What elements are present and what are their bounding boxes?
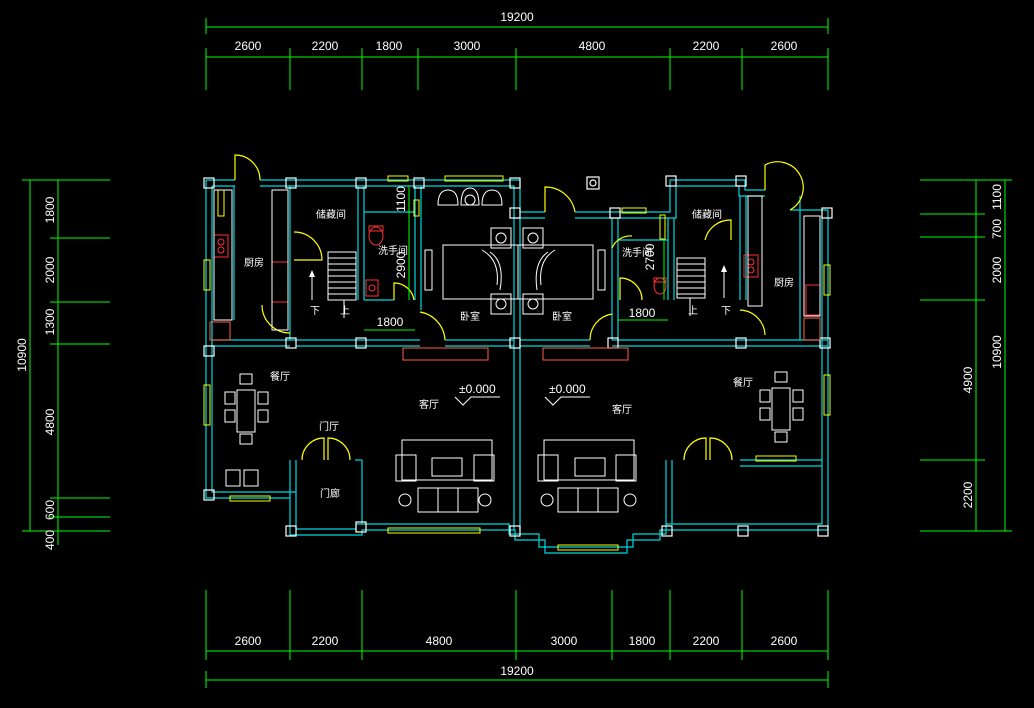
level-left: ±0.000 <box>459 382 496 396</box>
stair-label-down-left: 下 <box>310 306 320 317</box>
room-label-bedroom-right: 卧室 <box>552 310 572 323</box>
dim-left-total: 10900 <box>15 338 29 372</box>
dim-top-segment: 1800 <box>376 39 403 53</box>
level-marks <box>454 396 590 406</box>
room-label-washroom-right: 洗手间 <box>622 246 652 259</box>
room-label-washroom-left: 洗手间 <box>378 244 408 257</box>
dim-bottom-total: 19200 <box>500 664 534 678</box>
stair-arrows <box>309 265 727 277</box>
dimension-lines <box>22 18 1012 688</box>
inner-dim-left-v1: 1100 <box>394 186 408 212</box>
dim-left-segment: 2000 <box>43 256 57 283</box>
room-label-dining-left: 餐厅 <box>270 370 290 383</box>
dim-left-segment: 4800 <box>43 408 57 435</box>
room-label-foyer: 门厅 <box>319 420 339 433</box>
dim-right-segment: 2000 <box>990 256 1004 283</box>
room-label-kitchen-right: 厨房 <box>774 276 794 289</box>
dim-top-segment: 4800 <box>579 39 606 53</box>
dim-top-segment: 2600 <box>235 39 262 53</box>
inner-dimensions <box>364 186 668 331</box>
inner-dim-left-h: 1800 <box>377 315 404 329</box>
walls <box>205 179 829 554</box>
kitchen-fixtures <box>213 234 821 316</box>
washroom-fixtures <box>365 225 667 297</box>
dim-bottom-segment: 2200 <box>693 634 720 648</box>
stair-label-up-left: 上 <box>340 305 350 317</box>
dim-right-segment: 1100 <box>990 184 1004 210</box>
stair-label-down-right: 下 <box>721 306 731 317</box>
columns <box>203 175 833 537</box>
dim-bottom-segment: 4800 <box>426 634 453 648</box>
room-label-porch: 门廊 <box>320 487 340 500</box>
dim-bottom-segment: 2600 <box>771 634 798 648</box>
dim-right-segment: 4900 <box>961 366 975 393</box>
dim-top-segment: 2200 <box>693 39 720 53</box>
window-sills <box>209 317 821 361</box>
dimension-ticks <box>50 48 985 660</box>
doors <box>234 154 804 461</box>
windows <box>203 175 831 551</box>
dim-right-segment: 2200 <box>961 481 975 508</box>
dim-left-segment: 1300 <box>43 308 57 335</box>
dim-top-total: 19200 <box>500 10 534 24</box>
stair-label-up-right: 上 <box>688 305 698 317</box>
stairs <box>311 251 725 318</box>
dim-top-segment: 2200 <box>312 39 339 53</box>
inner-dim-left-v2: 2900 <box>394 251 408 278</box>
room-label-dining-right: 餐厅 <box>733 376 753 389</box>
inner-dim-right-v: 2700 <box>643 243 657 270</box>
dim-top-segment: 3000 <box>454 39 481 53</box>
dim-top-segment: 2600 <box>771 39 798 53</box>
room-label-storage-left: 储藏间 <box>316 208 346 221</box>
dining-furniture <box>224 371 804 487</box>
dim-bottom-segment: 2600 <box>235 634 262 648</box>
room-label-living-right: 客厅 <box>612 403 632 416</box>
dim-bottom-segment: 2200 <box>312 634 339 648</box>
dim-bottom-segment: 3000 <box>551 634 578 648</box>
dim-left-segment: 400 <box>43 530 57 550</box>
dim-left-segment: 600 <box>43 500 57 520</box>
room-label-living-left: 客厅 <box>419 398 439 411</box>
room-label-storage-right: 储藏间 <box>692 208 722 221</box>
room-label-kitchen-left: 厨房 <box>244 256 264 269</box>
dim-right-segment: 700 <box>990 219 1004 239</box>
level-right: ±0.000 <box>549 382 586 396</box>
dim-right-total: 10900 <box>990 335 1004 369</box>
living-furniture <box>395 439 637 513</box>
dim-left-segment: 1800 <box>43 196 57 223</box>
kitchen-counters <box>213 189 821 331</box>
bedroom-furniture <box>424 187 606 315</box>
inner-dim-right-h: 1800 <box>629 306 656 320</box>
room-label-bedroom-left: 卧室 <box>460 310 480 323</box>
dim-bottom-segment: 1800 <box>629 634 656 648</box>
